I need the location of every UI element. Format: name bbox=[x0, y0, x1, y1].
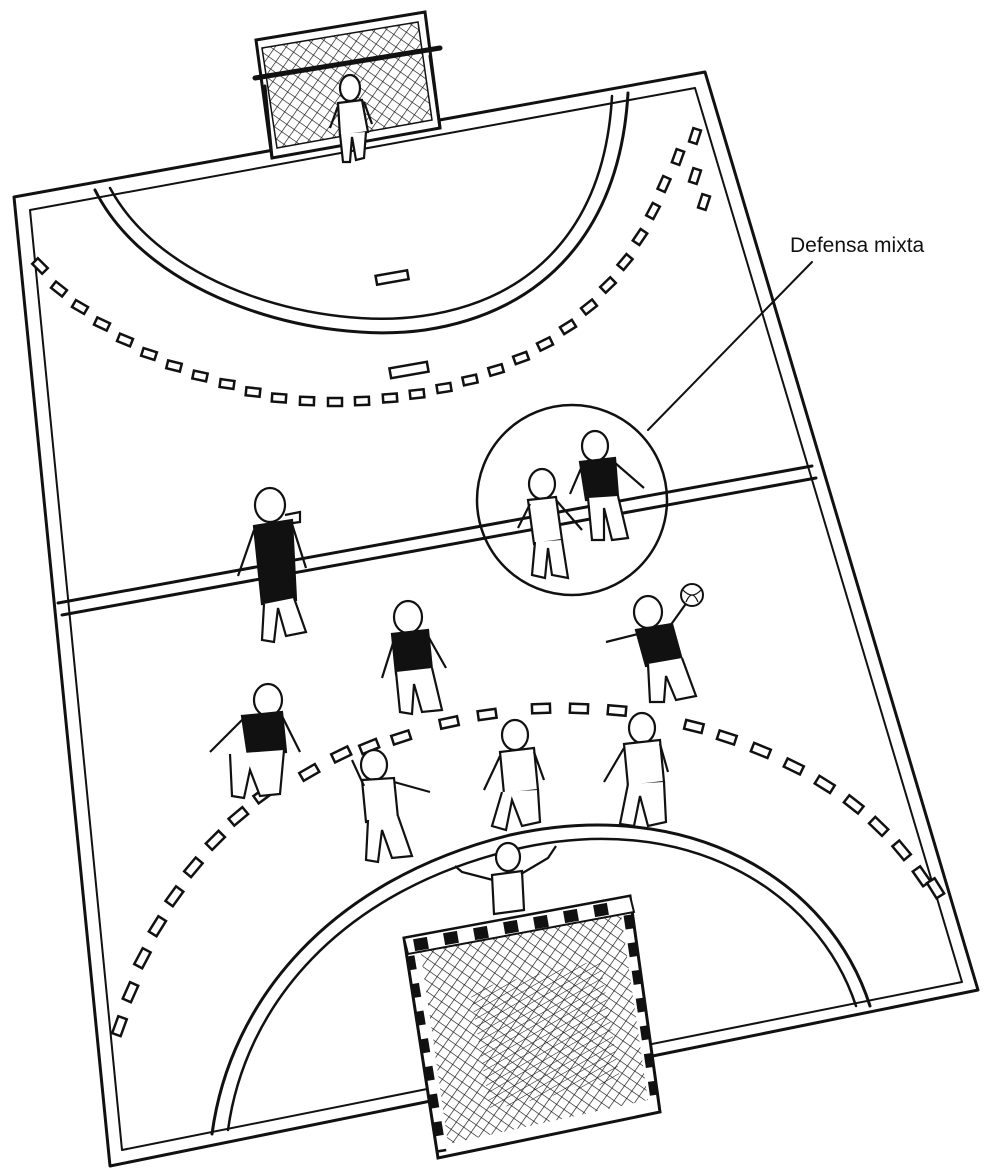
top-penalty-marks bbox=[376, 270, 429, 378]
attacker-right-back bbox=[606, 596, 696, 702]
attacker-center-back bbox=[382, 601, 446, 714]
defender-left bbox=[352, 750, 430, 862]
top-free-throw-line bbox=[32, 128, 710, 406]
marked-attacker-dark bbox=[570, 431, 644, 540]
defender-center bbox=[484, 720, 544, 830]
bottom-goalkeeper bbox=[455, 843, 556, 914]
annotation-label: Defensa mixta bbox=[790, 234, 925, 257]
bottom-goal bbox=[404, 896, 660, 1158]
referee bbox=[238, 488, 306, 642]
defender-right bbox=[604, 713, 668, 826]
attacker-left-back bbox=[210, 684, 300, 798]
handball-ball bbox=[681, 584, 703, 606]
